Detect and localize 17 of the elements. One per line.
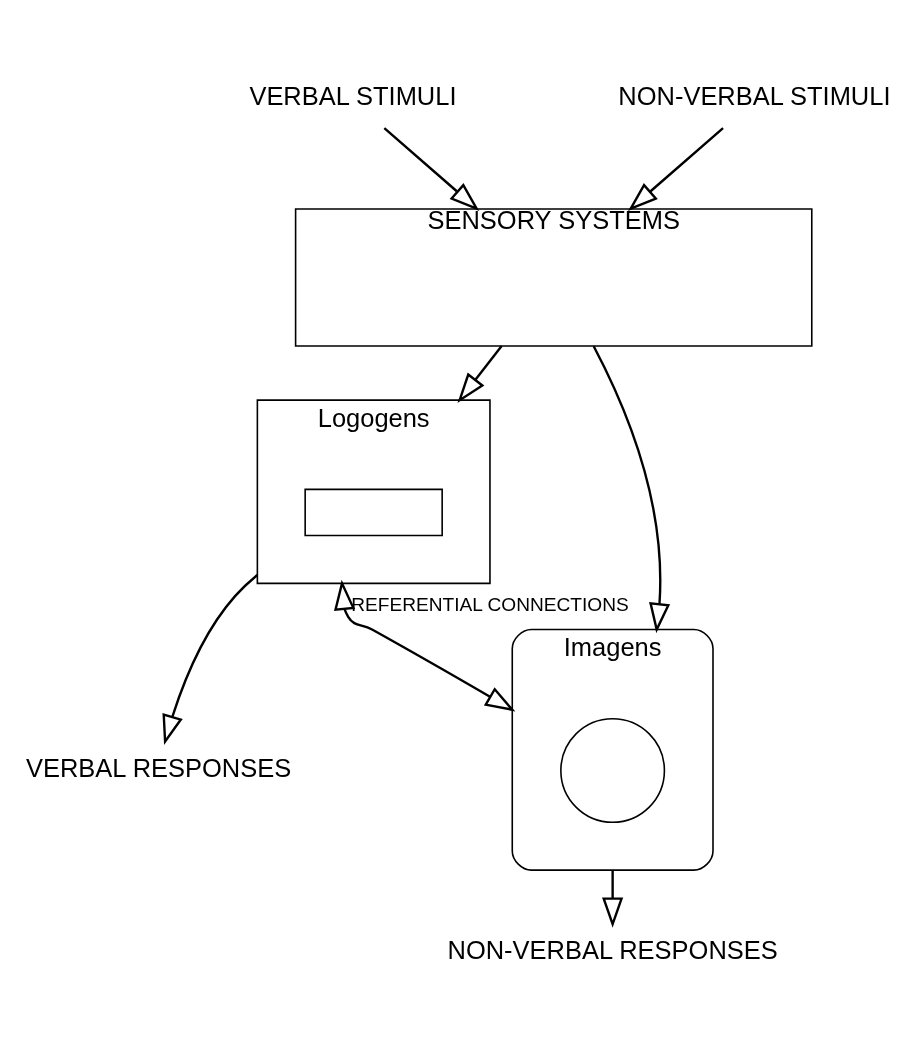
arrow <box>333 579 516 712</box>
edge-label: REFERENTIAL CONNECTIONS <box>351 593 629 615</box>
node-box: SENSORY SYSTEMS <box>294 207 813 347</box>
arrow <box>162 573 259 745</box>
arrow <box>602 869 624 928</box>
node-circle <box>560 717 666 823</box>
node-box <box>304 488 443 536</box>
cluster: Imagens <box>511 628 714 871</box>
arrow <box>457 344 503 403</box>
node-text: VERBAL RESPONSES <box>26 753 292 782</box>
cluster: Logogens <box>256 398 491 584</box>
arrow <box>592 345 671 633</box>
arrow <box>383 126 480 211</box>
node-text: NON-VERBAL RESPONSES <box>447 935 778 964</box>
arrow <box>628 126 724 211</box>
node-text: VERBAL STIMULI <box>249 81 457 110</box>
node-text: NON-VERBAL STIMULI <box>618 81 891 110</box>
